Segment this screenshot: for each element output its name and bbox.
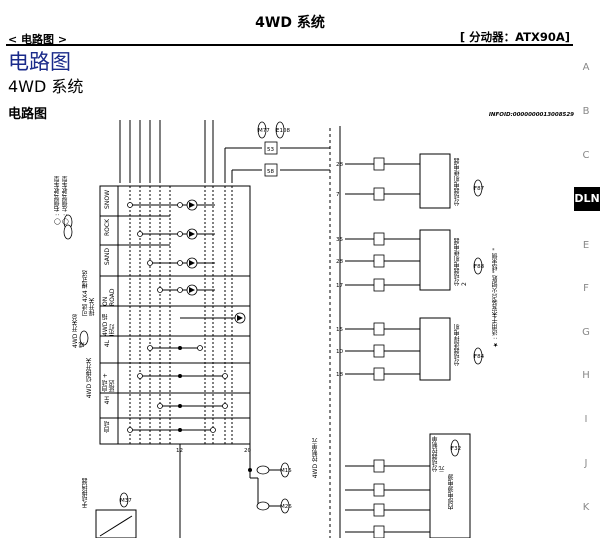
side-index-tabs: A B C DLN E F G H I J K	[574, 0, 600, 538]
code-m37: M37	[120, 498, 132, 504]
side-tab-b[interactable]: B	[582, 106, 590, 117]
range-auto-delay: 自动 + 延迟	[102, 373, 116, 392]
relay-1-label: 分动器电机继电器	[454, 158, 461, 206]
pin-r2-c: 17	[336, 283, 343, 289]
motor-label: 分动器选择电机	[454, 324, 461, 366]
mode-rock: ROCK	[104, 219, 111, 237]
section-title: 电路图	[8, 50, 71, 74]
pin-r2-b: 28	[336, 259, 343, 265]
pin-r2-a: 35	[336, 237, 343, 243]
model-tag: [ 分动器：ATX90A]	[459, 30, 570, 44]
section-subtitle: 4WD 系统	[8, 77, 84, 96]
side-tab-j[interactable]: J	[584, 458, 588, 469]
mode-block-label: 可选 4X4 模式选择开关	[82, 270, 96, 316]
legend-rhd: ◯ : 右侧驾驶车型	[54, 176, 61, 225]
code-f84: F84	[474, 354, 485, 360]
note: ★ : 适用于未安装点火钥匙 "线束侧 "	[492, 248, 499, 349]
code-f87: F87	[474, 186, 485, 192]
code-f32: F32	[451, 446, 461, 452]
bottom-block-label: 4WD 控制单元	[312, 438, 319, 479]
ref-e108: E108	[276, 128, 290, 134]
range-4h: 4H	[104, 396, 111, 405]
pin-20: 20	[244, 448, 251, 454]
relay-2-label: 分动器电机继电器 2	[454, 238, 468, 286]
breadcrumb[interactable]: < 电路图 >	[8, 33, 68, 46]
pin-r3-b: 10	[336, 349, 343, 355]
pin-r1-b: 7	[336, 192, 340, 198]
side-tab-h[interactable]: H	[582, 370, 590, 381]
lower-left-label: 手动换挡器	[82, 478, 89, 508]
conn-m26: M26	[280, 504, 292, 510]
range-4wd-indicator: 4WD 指示灯	[102, 313, 116, 336]
side-tab-k[interactable]: K	[582, 502, 590, 513]
pin-r3-c: 18	[336, 372, 343, 378]
side-tab-i[interactable]: I	[584, 414, 588, 425]
header-rule	[6, 44, 573, 46]
conn-m15: M15	[280, 468, 292, 474]
side-tab-c[interactable]: C	[582, 150, 590, 161]
pin-12: 12	[176, 448, 183, 454]
mode-snow: SNOW	[104, 190, 111, 209]
wiring-diagram: ◯ : 右侧驾驶车型 ◯ : 左侧驾驶车型 4WD 开关总成 可选 4X4 模式…	[54, 120, 499, 538]
conn-58: 58	[267, 169, 274, 175]
mode-on-road: ON ROAD	[102, 288, 116, 306]
range-4l: 4L	[104, 340, 111, 348]
page-title: 4WD 系统	[255, 15, 325, 31]
mode-sand: SAND	[104, 248, 111, 266]
side-tab-g[interactable]: G	[582, 327, 590, 338]
subheading: 电路图	[8, 107, 48, 122]
side-tab-dln[interactable]: DLN	[574, 187, 600, 211]
bottom-right-sub: 内部电源电源	[448, 474, 455, 510]
info-id: INFOID:0000000013008529	[488, 112, 574, 118]
bottom-right-title: 分动器控制单元	[432, 436, 446, 472]
ref-m77: M77	[258, 128, 270, 134]
legend-lhd: ◯ : 左侧驾驶车型	[62, 176, 69, 225]
range-auto: 自动	[104, 421, 111, 433]
side-tab-f[interactable]: F	[583, 283, 589, 294]
selector-name: 4WD 切换开关	[86, 358, 93, 399]
side-tab-a[interactable]: A	[582, 62, 590, 73]
pin-r3-a: 15	[336, 327, 343, 333]
side-tab-e[interactable]: E	[582, 240, 590, 251]
pin-r1-a: 28	[336, 162, 343, 168]
conn-53: 53	[267, 147, 274, 153]
code-f88: F88	[474, 264, 485, 270]
